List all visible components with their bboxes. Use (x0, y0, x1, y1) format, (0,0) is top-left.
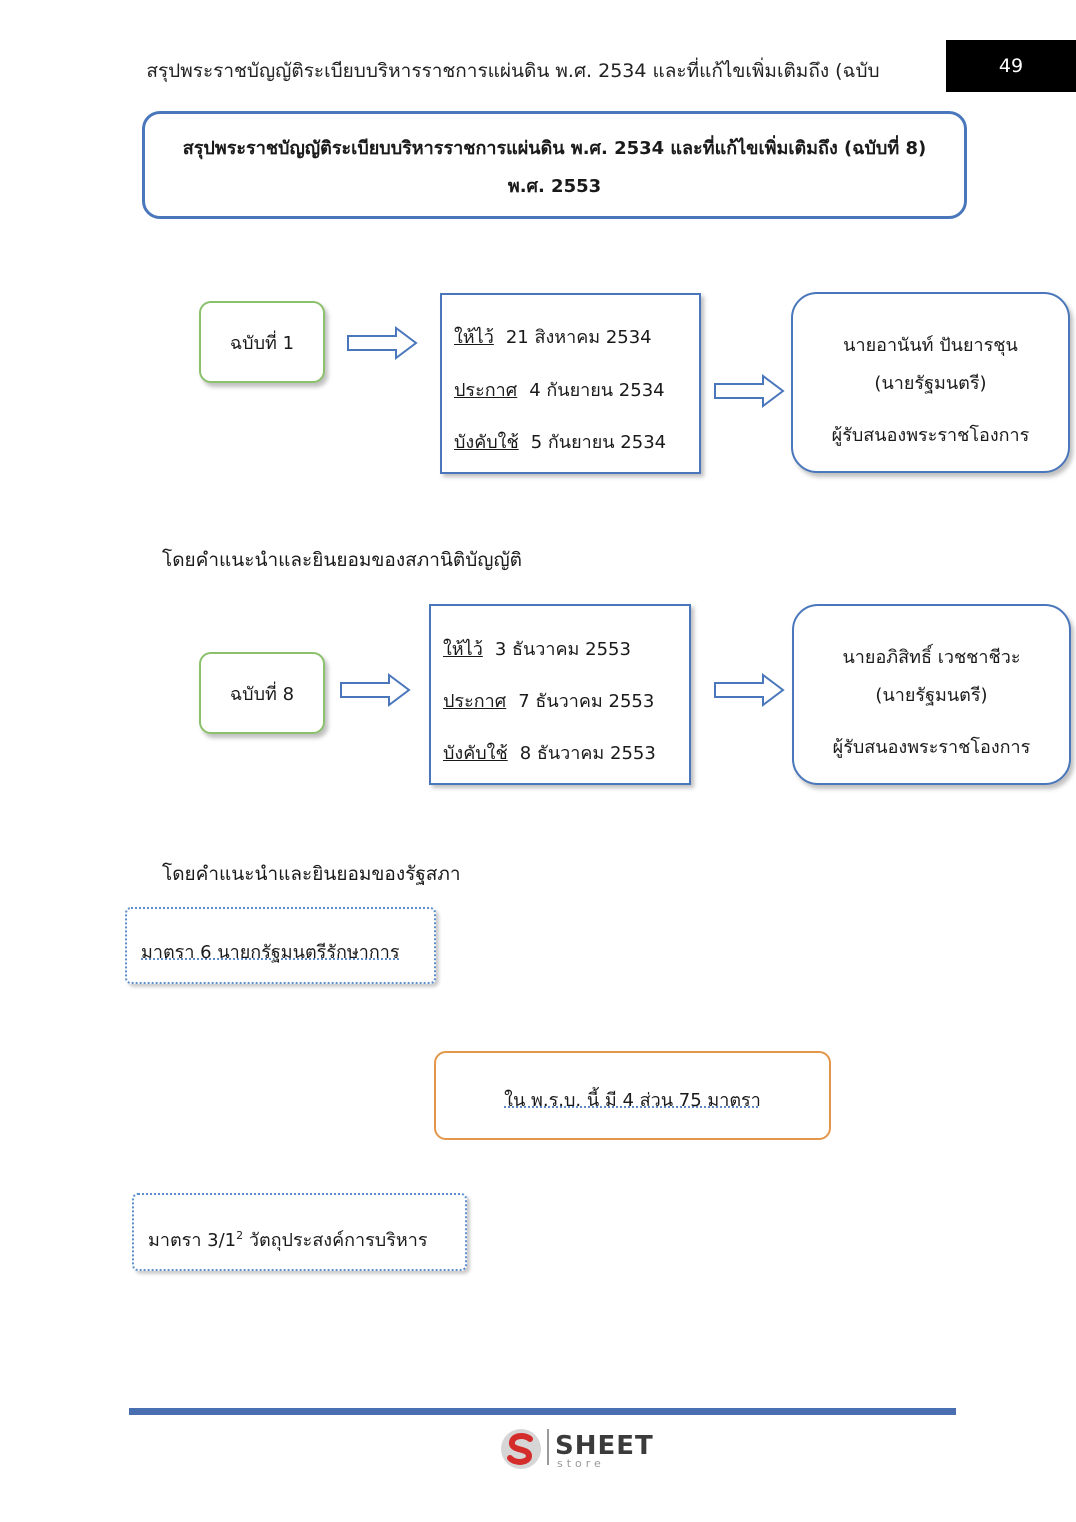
arrow-right-icon (714, 673, 785, 707)
section-6-box: มาตรา 6 นายกรัฐมนตรีรักษาการ (125, 907, 436, 984)
date-row-given: ให้ไว้21 สิงหาคม 2534 (454, 327, 652, 348)
page-number: 49 (946, 40, 1076, 92)
section-3-1-text: มาตรา 3/12 วัตถุประสงค์การบริหาร (148, 1229, 428, 1251)
summary-text: ใน พ.ร.บ. นี้ มี 4 ส่วน 75 มาตรา (504, 1090, 761, 1111)
document-title-box: สรุปพระราชบัญญัติระเบียบบริหารราชการแผ่น… (142, 111, 967, 219)
arrow-right-icon (714, 374, 785, 408)
consent-note-1: โดยคำแนะนำและยินยอมของสภานิติบัญญัติ (162, 549, 523, 571)
signer-role: ผู้รับสนองพระราชโองการ (831, 425, 1030, 446)
arrow-right-icon (340, 673, 411, 707)
date-row-given: ให้ไว้3 ธันวาคม 2553 (443, 639, 631, 660)
footer-bar (129, 1408, 956, 1415)
section-3-1-box: มาตรา 3/12 วัตถุประสงค์การบริหาร (132, 1193, 467, 1271)
signer-role: ผู้รับสนองพระราชโองการ (832, 737, 1031, 758)
arrow-right-icon (347, 326, 418, 360)
edition-8-box: ฉบับที่ 8 (199, 652, 325, 734)
edition-8-label: ฉบับที่ 8 (229, 683, 295, 705)
edition-1-box: ฉบับที่ 1 (199, 301, 325, 383)
edition-1-signer-box: นายอานันท์ ปันยารชุน (นายรัฐมนตรี) ผู้รั… (791, 292, 1070, 473)
date-row-effective: บังคับใช้8 ธันวาคม 2553 (443, 743, 656, 764)
logo-sub-text: store (557, 1457, 605, 1470)
logo-s-icon (501, 1429, 541, 1469)
title-line-2: พ.ศ. 2553 (507, 176, 602, 197)
edition-1-label: ฉบับที่ 1 (229, 332, 295, 354)
title-line-1: สรุปพระราชบัญญัติระเบียบบริหารราชการแผ่น… (182, 138, 927, 159)
signer-name: นายอานันท์ ปันยารชุน (843, 335, 1018, 356)
signer-position: (นายรัฐมนตรี) (875, 685, 988, 706)
summary-box: ใน พ.ร.บ. นี้ มี 4 ส่วน 75 มาตรา (434, 1051, 831, 1140)
signer-name: นายอภิสิทธิ์ เวชชาชีวะ (842, 647, 1021, 668)
running-header: สรุปพระราชบัญญัติระเบียบบริหารราชการแผ่น… (146, 60, 880, 82)
section-6-text: มาตรา 6 นายกรัฐมนตรีรักษาการ (141, 942, 400, 963)
sheet-store-logo: SHEET store (499, 1427, 653, 1473)
signer-position: (นายรัฐมนตรี) (874, 373, 987, 394)
consent-note-2: โดยคำแนะนำและยินยอมของรัฐสภา (162, 863, 461, 885)
logo-main-text: SHEET (555, 1431, 654, 1461)
logo-divider (547, 1429, 549, 1465)
edition-8-signer-box: นายอภิสิทธิ์ เวชชาชีวะ (นายรัฐมนตรี) ผู้… (792, 604, 1071, 785)
date-row-effective: บังคับใช้5 กันยายน 2534 (454, 432, 667, 453)
